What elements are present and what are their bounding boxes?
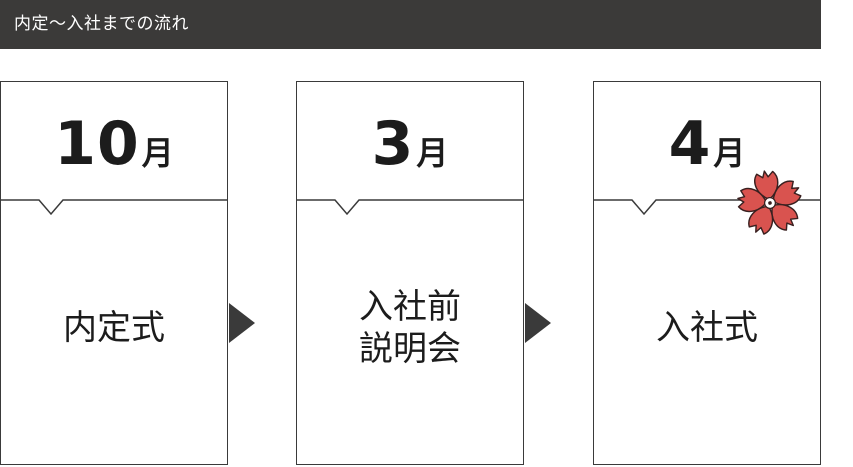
- card-divider: [297, 199, 523, 216]
- triangle-right-icon: [229, 303, 255, 343]
- step-card-october: 10 月 内定式: [0, 81, 228, 465]
- event-name: 内定式: [63, 308, 165, 348]
- event-name: 入社前 説明会: [359, 287, 461, 369]
- step-card-march: 3 月 入社前 説明会: [296, 81, 524, 465]
- card-divider: [594, 199, 820, 216]
- step-card-april: 4 月 入社式: [593, 81, 821, 465]
- month-label: 10 月: [1, 104, 227, 184]
- month-number: 10: [54, 109, 140, 179]
- triangle-right-icon: [525, 303, 551, 343]
- cherry-blossom-icon: [737, 170, 802, 235]
- month-number: 3: [371, 109, 415, 179]
- section-title: 内定〜入社までの流れ: [14, 14, 189, 34]
- month-unit: 月: [713, 134, 746, 172]
- month-unit: 月: [416, 134, 449, 172]
- month-unit: 月: [141, 134, 174, 172]
- card-divider: [1, 199, 227, 216]
- month-label: 4 月: [594, 104, 820, 184]
- event-name: 入社式: [656, 308, 758, 348]
- section-header: 内定〜入社までの流れ: [0, 0, 821, 49]
- month-number: 4: [668, 109, 712, 179]
- month-label: 3 月: [297, 104, 523, 184]
